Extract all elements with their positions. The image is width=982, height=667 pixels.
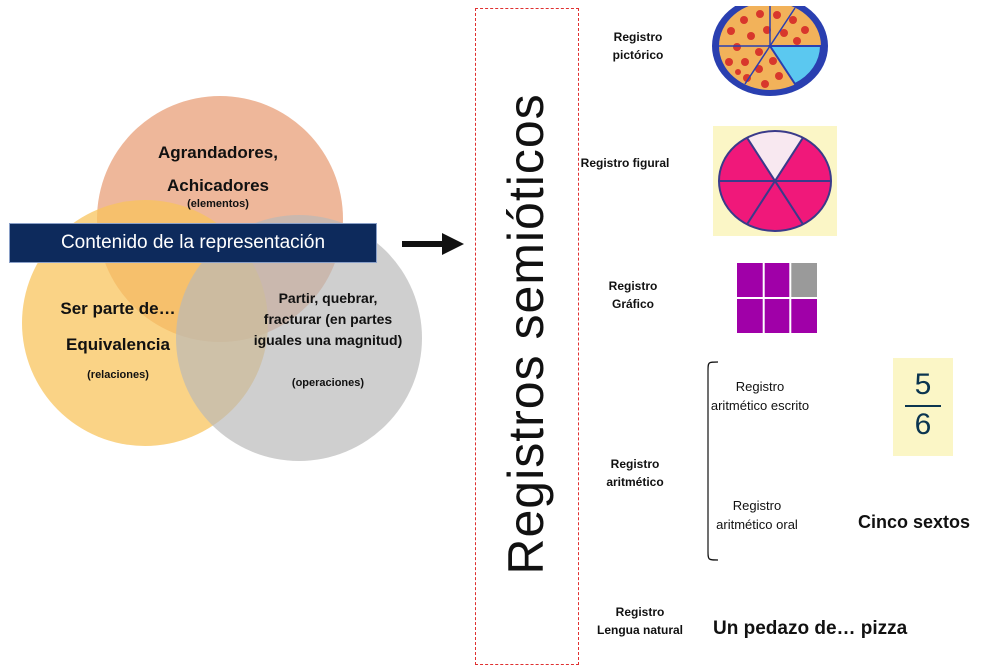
pizza-icon <box>712 6 828 96</box>
vertical-title: Registros semióticos <box>498 93 554 575</box>
fraction-denominator: 6 <box>914 408 932 441</box>
label-lengua: Registro Lengua natural <box>596 605 683 637</box>
arrow-right-icon <box>402 233 464 255</box>
label-figural: Registro figural <box>580 156 670 170</box>
venn-top-sub: (elementos) <box>187 198 249 210</box>
venn-top-title-2: Achicadores <box>166 176 270 195</box>
fraction-card: 5 6 <box>893 358 953 456</box>
venn-left-title-1: Ser parte de… <box>60 299 176 318</box>
pie-chart-icon <box>713 126 837 236</box>
venn-left-sub: (relaciones) <box>87 369 149 381</box>
fraction-numerator: 5 <box>914 368 932 401</box>
label-pictorico: Registro pictórico <box>612 30 664 62</box>
venn-left-title-2: Equivalencia <box>66 335 170 354</box>
content-banner: Contenido de la representación <box>9 223 377 263</box>
natural-language-text: Un pedazo de… pizza <box>713 618 908 639</box>
grid-fraction-icon <box>737 263 817 333</box>
fraction-bar <box>905 405 941 407</box>
label-oral: Registro aritmético oral <box>716 498 798 532</box>
venn-right-sub: (operaciones) <box>291 377 365 389</box>
semiotic-frame <box>475 8 579 665</box>
label-escrito: Registro aritmético escrito <box>710 379 810 413</box>
venn-top-title-1: Agrandadores, <box>158 143 278 162</box>
bracket <box>707 361 719 561</box>
oral-text: Cinco sextos <box>858 512 971 532</box>
label-grafico: Registro Gráfico <box>608 279 658 311</box>
label-aritmetico: Registro aritmético <box>606 457 664 489</box>
venn-right-title: Partir, quebrar, fracturar (en partes ig… <box>253 290 403 348</box>
